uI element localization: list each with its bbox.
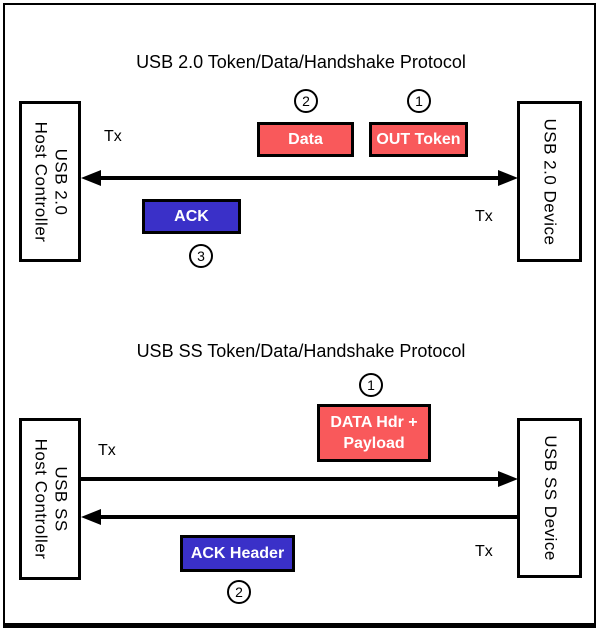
usb2-diagram-title: USB 2.0 Token/Data/Handshake Protocol [136,52,466,72]
usb2-data-packet: Data [257,122,354,157]
usb2-out-token-packet: OUT Token [369,122,468,157]
usbss-step-1-badge: 1 [359,373,383,397]
usb2-step-1-badge: 1 [407,89,431,113]
arrowhead-right-icon [498,170,518,186]
usbss-host-controller-label: USB SS Host Controller [30,439,70,560]
usbss-device-label: USB SS Device [540,435,560,561]
usb2-out-token-packet-label: OUT Token [376,131,461,148]
usbss-step-2-badge: 2 [227,580,251,604]
usbss-host-to-device-arrow [81,471,518,487]
arrow-shaft [99,515,518,519]
usbss-ack-header-packet: ACK Header [180,535,295,572]
usb2-step-2-badge: 2 [294,89,318,113]
usb2-tx-device-label: Tx [475,208,493,225]
arrowhead-left-icon [81,170,101,186]
usb2-ack-packet-label: ACK [174,208,209,225]
arrowhead-right-icon [498,471,518,487]
usbss-data-packet-label-line1: DATA Hdr + [330,414,418,431]
usbss-step-1-number: 1 [367,377,375,393]
usb2-host-label-line1: USB 2.0 [51,148,70,215]
usbss-host-label-line2: Host Controller [31,438,50,560]
usb2-data-packet-label: Data [288,131,323,148]
usb2-step-3-badge: 3 [189,244,213,268]
usbss-device-box: USB SS Device [517,418,582,578]
usbss-host-label-line1: USB SS [51,466,70,532]
usb2-host-controller-box: USB 2.0 Host Controller [19,101,81,262]
usb2-device-label: USB 2.0 Device [540,118,560,245]
usbss-host-controller-box: USB SS Host Controller [19,418,81,580]
usb2-step-1-number: 1 [415,93,423,109]
usbss-data-packet: DATA Hdr + Payload [317,404,431,462]
arrow-shaft [81,477,500,481]
usb2-step-2-number: 2 [302,93,310,109]
usbss-ack-header-packet-label: ACK Header [190,545,285,562]
usb2-step-3-number: 3 [197,248,205,264]
usbss-diagram-title: USB SS Token/Data/Handshake Protocol [136,341,466,361]
usbss-tx-device-label: Tx [475,543,493,560]
usbss-tx-host-label: Tx [98,442,116,459]
arrowhead-left-icon [81,509,101,525]
usbss-step-2-number: 2 [235,584,243,600]
usbss-data-packet-label-line2: Payload [343,435,405,452]
usbss-device-to-host-arrow [81,509,518,525]
arrow-shaft [99,176,500,180]
usb2-ack-packet: ACK [142,199,241,234]
usb2-bus-bidirectional-arrow [81,170,518,186]
usb2-device-box: USB 2.0 Device [517,101,582,262]
usb2-host-label-line2: Host Controller [31,121,50,242]
usb2-tx-host-label: Tx [104,128,122,145]
usb2-host-controller-label: USB 2.0 Host Controller [30,121,70,242]
